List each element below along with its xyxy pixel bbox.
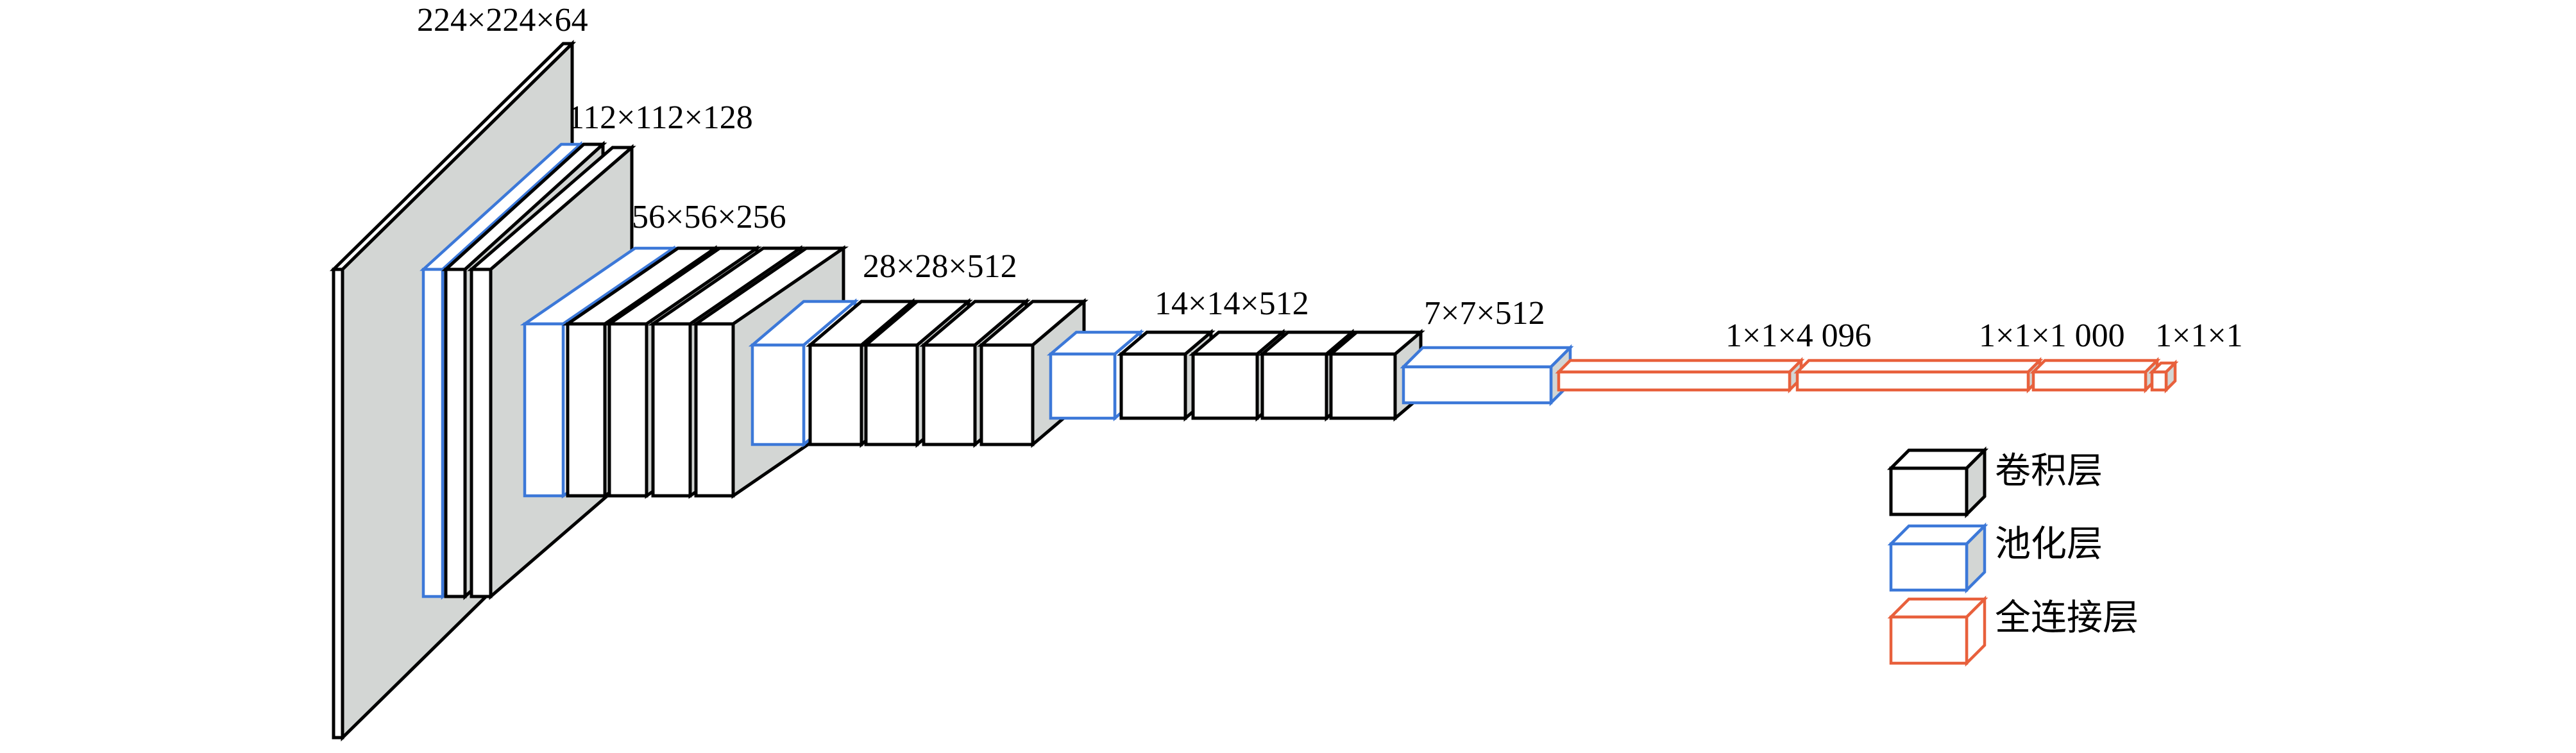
label-56x56x256: 56×56×256 [632, 199, 786, 235]
label-7x7x512: 7×7×512 [1424, 295, 1545, 332]
legend-pool-box [1887, 522, 1988, 594]
legend-pool-label: 池化层 [1995, 523, 2103, 565]
block-fc-4096-a [1555, 357, 1805, 394]
label-fc-1: 1×1×1 [2155, 317, 2243, 354]
block-fc-1000 [2029, 357, 2161, 394]
legend-conv-swatch [1886, 446, 1989, 519]
label-224x224x64: 224×224×64 [417, 2, 588, 38]
legend-conv-label: 卷积层 [1995, 450, 2103, 492]
legend: 卷积层 池化层 全连接层 [1886, 446, 2139, 667]
legend-pool-swatch [1887, 522, 1988, 594]
legend-fc-label: 全连接层 [1995, 597, 2139, 639]
dimension-labels: 224×224×64 112×112×128 56×56×256 28×28×5… [417, 2, 2243, 354]
label-112x112x128: 112×112×128 [568, 99, 753, 136]
label-14x14x512: 14×14×512 [1155, 285, 1309, 322]
block-fc-4096-b [1793, 357, 2044, 394]
label-28x28x512: 28×28×512 [863, 248, 1017, 285]
label-fc-1000: 1×1×1 000 [1979, 317, 2125, 354]
legend-conv-box [1886, 446, 1989, 519]
label-fc-4096: 1×1×4 096 [1725, 317, 1872, 354]
legend-fc-swatch [1887, 595, 1988, 667]
block-pool-7 [1400, 344, 1574, 407]
layer-blocks [329, 40, 2179, 741]
block-fc-1 [2148, 359, 2179, 394]
legend-fc-box [1887, 595, 1988, 667]
